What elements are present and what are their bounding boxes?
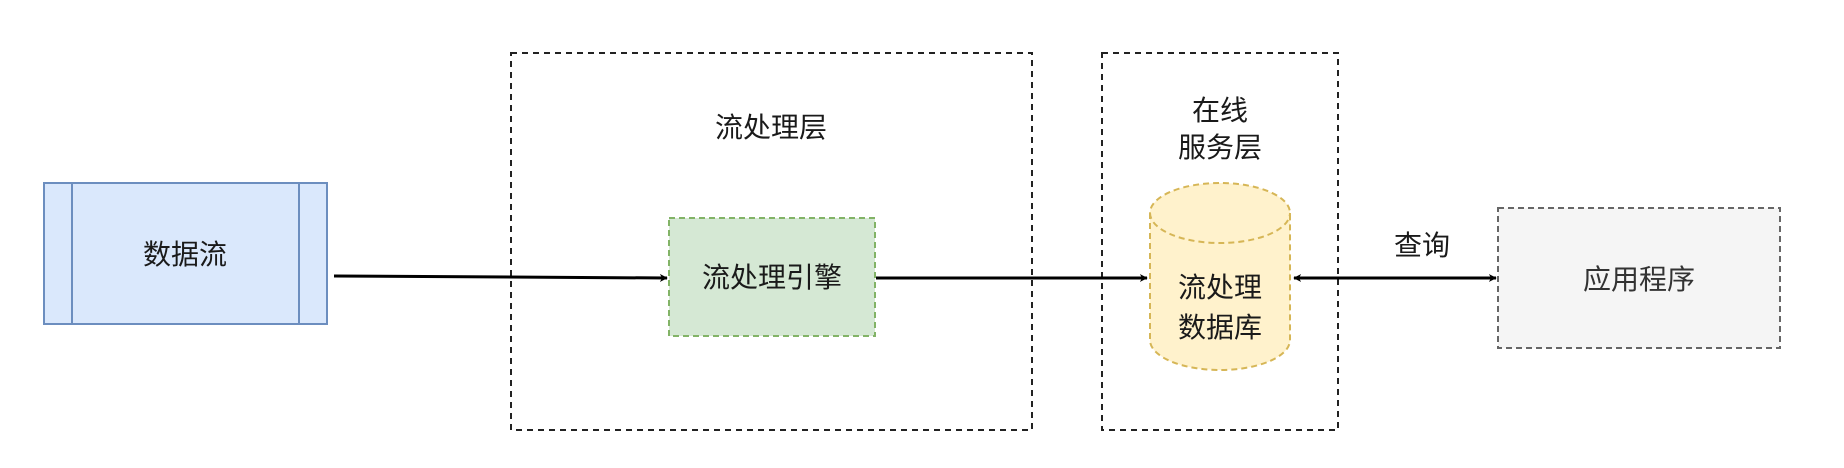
stream-database-label-line1: 流处理 xyxy=(1178,271,1262,304)
stream-processing-layer-label: 流处理层 xyxy=(715,111,827,144)
online-serving-layer-group: 在线 服务层 xyxy=(1101,52,1339,431)
data-stream-label: 数据流 xyxy=(143,238,227,271)
stream-engine-label: 流处理引擎 xyxy=(702,261,842,294)
application-box xyxy=(1497,207,1781,349)
edge-data-stream-to-engine xyxy=(333,273,668,282)
data-stream-node: 数据流 xyxy=(43,182,328,325)
stream-database-node: 流处理 数据库 xyxy=(1149,182,1291,371)
application-label: 应用程序 xyxy=(1583,263,1695,296)
stream-processing-layer-box xyxy=(510,52,1033,431)
stream-engine-box xyxy=(668,217,876,337)
stream-database-label-line2: 数据库 xyxy=(1178,311,1262,344)
online-serving-layer-box xyxy=(1101,52,1339,431)
data-stream-box xyxy=(43,182,328,325)
query-edge-label: 查询 xyxy=(1394,229,1450,262)
stream-processing-layer-group: 流处理层 xyxy=(510,52,1033,431)
stream-database-top-rim xyxy=(1149,212,1291,244)
stream-engine-node: 流处理引擎 xyxy=(668,217,876,337)
stream-database-body xyxy=(1149,182,1291,371)
online-serving-layer-label-line2: 服务层 xyxy=(1178,131,1262,164)
application-node: 应用程序 xyxy=(1497,207,1781,349)
online-serving-layer-label-line1: 在线 xyxy=(1192,94,1248,127)
